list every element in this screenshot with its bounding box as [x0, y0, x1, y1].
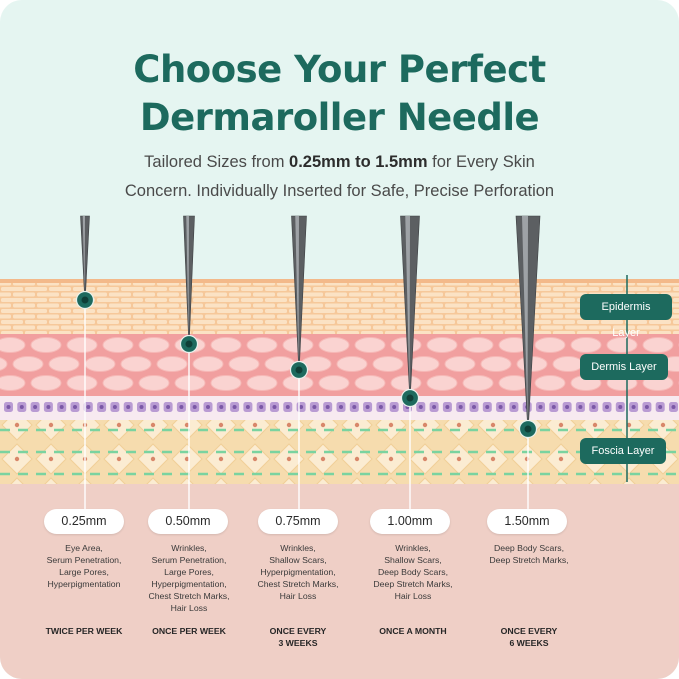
needle-size-pill: 0.25mm [44, 509, 124, 534]
needle-frequency: ONCE A MONTH [379, 626, 447, 636]
foscia-layer-label: Foscia Layer [580, 438, 666, 464]
subtitle-line-2: Concern. Individually Inserted for Safe,… [124, 182, 555, 200]
epidermis-layer-label: Epidermis Layer [580, 294, 672, 339]
needle-size-pill: 1.00mm [370, 509, 450, 534]
title-line-2: Dermaroller Needle [139, 96, 540, 139]
subtitle: Tailored Sizes from 0.25mm to 1.5mm for … [0, 148, 679, 206]
page-title: Choose Your Perfect Dermaroller Needle [0, 46, 679, 142]
subtitle-prefix: Tailored Sizes from [144, 153, 290, 171]
needle-size-pill: 1.50mm [487, 509, 567, 534]
needle-uses: Wrinkles,Serum Penetration,Large Pores,H… [148, 543, 230, 613]
title-line-1: Choose Your Perfect [133, 48, 546, 91]
needle-uses: Eye Area,Serum Penetration,Large Pores,H… [46, 543, 122, 589]
needle-size-pill: 0.50mm [148, 509, 228, 534]
needle-frequency: TWICE PER WEEK [45, 626, 123, 636]
needle-uses: Deep Body Scars,Deep Stretch Marks, [489, 543, 569, 565]
subtitle-highlight: 0.25mm to 1.5mm [289, 153, 428, 171]
needle-uses: Wrinkles,Shallow Scars,Hyperpigmentation… [257, 543, 339, 601]
needle-size-pill: 0.75mm [258, 509, 338, 534]
dermis-layer-label: Dermis Layer [580, 354, 668, 380]
subtitle-suffix: for Every Skin [427, 153, 535, 171]
needle-frequency: ONCE PER WEEK [152, 626, 226, 636]
needle-uses: Wrinkles,Shallow Scars,Deep Body Scars,D… [373, 543, 453, 601]
